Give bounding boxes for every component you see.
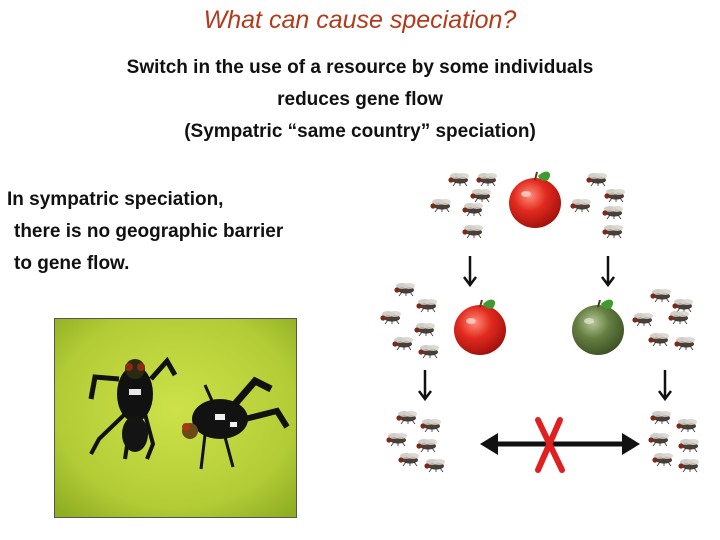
down-arrow-icon bbox=[418, 370, 672, 402]
fly-icon bbox=[379, 282, 440, 359]
green-apple-icon bbox=[572, 299, 624, 355]
speciation-diagram bbox=[379, 171, 700, 473]
body-line: In sympatric speciation, bbox=[7, 189, 224, 210]
fly-photo bbox=[54, 318, 297, 518]
slide-title: What can cause speciation? bbox=[203, 6, 517, 34]
subtitle-line: Switch in the use of a resource by some … bbox=[126, 57, 594, 78]
body-text: In sympatric speciation, there is no geo… bbox=[7, 184, 367, 280]
body-line: to gene flow. bbox=[14, 253, 130, 274]
fly-icon bbox=[632, 288, 696, 351]
slide-subtitle: Switch in the use of a resource by some … bbox=[0, 52, 720, 148]
red-apple-icon bbox=[454, 299, 506, 355]
subtitle-line: reduces gene flow bbox=[277, 89, 443, 110]
body-line: there is no geographic barrier bbox=[14, 221, 284, 242]
photo-fly-right bbox=[182, 376, 290, 470]
red-apple-icon bbox=[509, 171, 561, 228]
photo-fly-left bbox=[88, 356, 178, 460]
x-mark-icon bbox=[535, 417, 565, 473]
subtitle-line: (Sympatric “same country” speciation) bbox=[184, 121, 536, 142]
double-arrow-icon bbox=[480, 433, 640, 455]
down-arrow-icon bbox=[463, 256, 615, 288]
fly-photo-image bbox=[55, 319, 296, 517]
